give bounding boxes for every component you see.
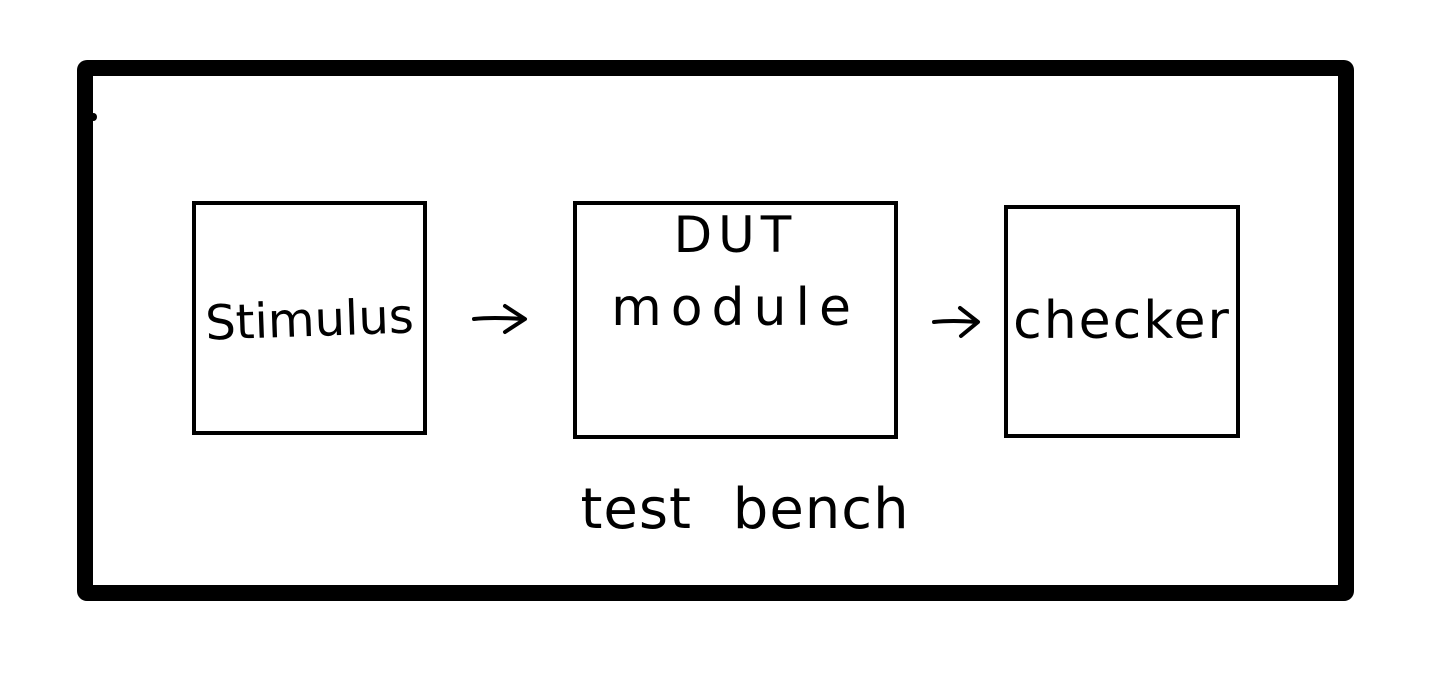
stimulus-label: Stimulus (204, 288, 415, 352)
arrow-dut-to-checker (932, 306, 980, 338)
arrow-stimulus-to-dut (472, 304, 527, 334)
test-bench-label: test bench (580, 477, 910, 542)
frame-dot-mark (90, 113, 97, 121)
checker-label: checker (1013, 291, 1231, 351)
dut-title: DUT (673, 206, 798, 264)
checker-block (1004, 205, 1240, 438)
dut-block (573, 201, 898, 439)
dut-module-label: module (611, 278, 860, 338)
test-bench-frame (77, 60, 1354, 601)
stimulus-block (192, 201, 427, 435)
